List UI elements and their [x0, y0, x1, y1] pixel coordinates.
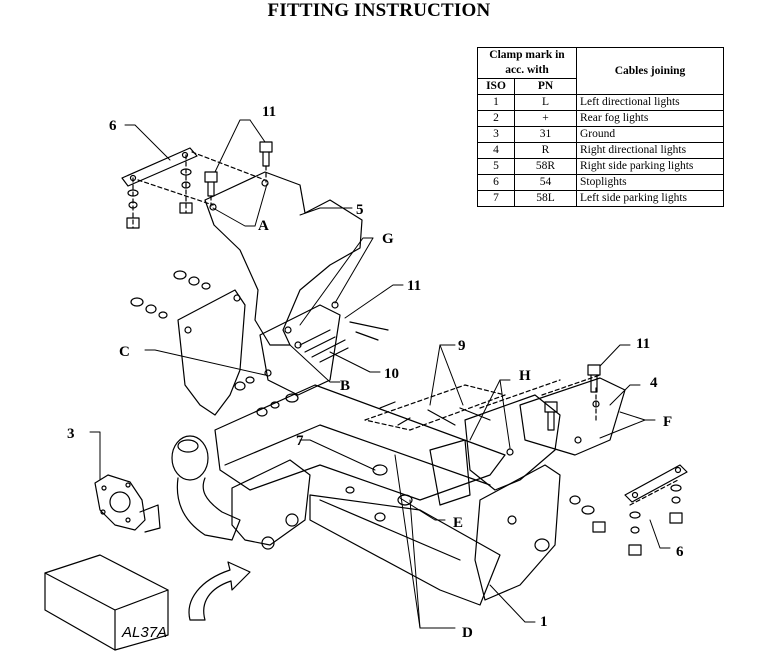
cell-iso: 6 [477, 174, 515, 191]
callout-6-bottom: 6 [676, 544, 684, 560]
callout-9: 9 [458, 338, 466, 354]
callout-4: 4 [650, 375, 658, 391]
callout-5: 5 [356, 202, 364, 218]
cell-cable: Right side parking lights [576, 158, 724, 175]
cell-iso: 2 [477, 110, 515, 127]
cell-pn: + [514, 110, 577, 127]
cell-iso: 7 [477, 190, 515, 207]
callout-1: 1 [540, 614, 548, 630]
callout-E: E [453, 515, 463, 531]
header-cables-joining: Cables joining [576, 47, 724, 95]
callout-3: 3 [67, 426, 75, 442]
page-title: FITTING INSTRUCTION [267, 0, 491, 21]
cell-cable: Left side parking lights [576, 190, 724, 207]
cell-iso: 3 [477, 126, 515, 143]
box-label: AL37A [121, 624, 167, 641]
backing-plate-right [519, 377, 626, 456]
callout-11-top: 11 [262, 104, 276, 120]
bolt-right [544, 364, 601, 431]
tow-ball [171, 435, 311, 550]
bolt-top [204, 141, 273, 197]
product-box [44, 554, 169, 651]
cell-iso: 5 [477, 158, 515, 175]
callout-F: F [663, 414, 672, 430]
cell-pn: 54 [514, 174, 577, 191]
callout-7: 7 [296, 433, 304, 449]
callout-H: H [519, 368, 531, 384]
callout-D: D [462, 625, 473, 641]
cable-connection-table: Clamp mark in acc. with Cables joining I… [477, 47, 724, 207]
cell-cable: Rear fog lights [576, 110, 724, 127]
left-side-bracket [177, 289, 341, 416]
cell-cable: Ground [576, 126, 724, 143]
callout-11-mid: 11 [407, 278, 421, 294]
callout-leaders [89, 119, 671, 629]
callout-10: 10 [384, 366, 399, 382]
callout-B: B [340, 378, 350, 394]
cell-cable: Left directional lights [576, 94, 724, 111]
main-cross-beam [214, 384, 506, 606]
direction-arrow [188, 561, 251, 621]
bolts-middle [299, 321, 491, 426]
upper-mounting-bracket [204, 171, 363, 346]
callout-C: C [119, 344, 130, 360]
backing-plate-right-lower [624, 464, 688, 556]
cell-pn: R [514, 142, 577, 159]
callout-6-top: 6 [109, 118, 117, 134]
callout-G: G [382, 231, 394, 247]
right-side-bracket [429, 394, 561, 601]
cell-iso: 4 [477, 142, 515, 159]
cell-pn: 58L [514, 190, 577, 207]
table-row: 2+Rear fog lights [477, 110, 724, 127]
header-iso: ISO [477, 78, 515, 95]
header-pn: PN [514, 78, 577, 95]
cell-cable: Stoplights [576, 174, 724, 191]
cell-pn: L [514, 94, 577, 111]
callout-A: A [258, 218, 269, 234]
socket-plate [94, 474, 161, 533]
cell-cable: Right directional lights [576, 142, 724, 159]
callout-11-right: 11 [636, 336, 650, 352]
washers-left [130, 270, 299, 417]
cell-iso: 1 [477, 94, 515, 111]
cell-pn: 58R [514, 158, 577, 175]
washers-right [345, 464, 606, 552]
nut-stack-top-left [126, 168, 193, 229]
header-clamp-mark: Clamp mark in acc. with [477, 47, 577, 79]
cell-pn: 31 [514, 126, 577, 143]
